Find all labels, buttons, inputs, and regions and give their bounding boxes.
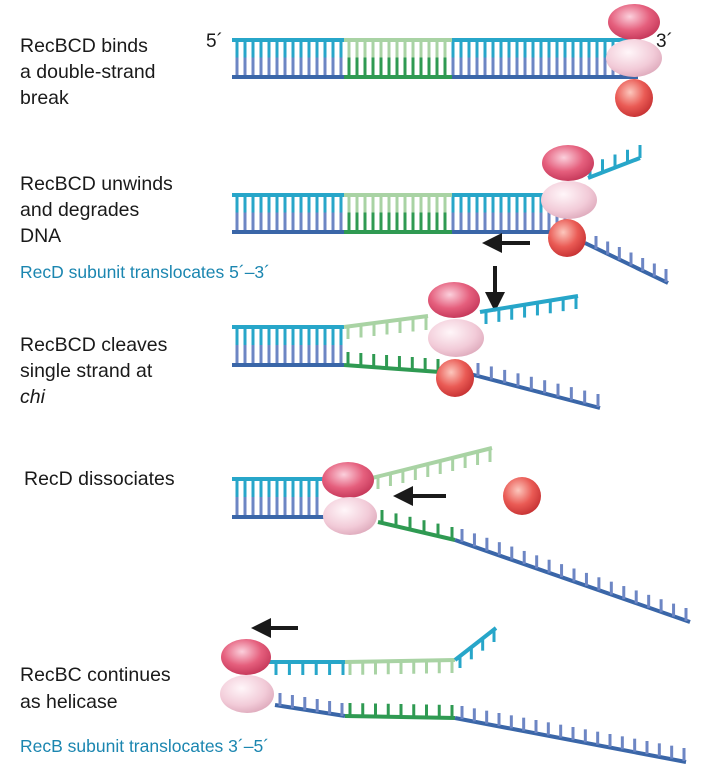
recbcd-complex [541,145,597,257]
unwound-top-strand [371,446,493,489]
recb-subunit [322,462,374,498]
recb-subunit [542,145,594,181]
recc-subunit [606,39,662,77]
duplex-dna [232,325,344,367]
unwound-bottom-strand [454,529,691,624]
released-recd-subunit [503,477,541,515]
recd-subunit [436,359,474,397]
step-5: RecBC continues as helicase RecB subunit… [20,618,687,764]
step-4-label: RecD dissociates [24,468,175,490]
recbc-complex [220,639,274,713]
unwound-bottom-strand [274,693,687,764]
recbcd-complex [606,4,662,117]
recbcd-complex [428,282,484,397]
step-2-label: RecBCD unwinds and degrades DNA [20,173,178,247]
unwound-bottom-strand [469,363,601,410]
step-2: RecBCD unwinds and degrades DNA RecD sub… [20,145,669,312]
step-1: RecBCD binds a double-strand break 5´ 3´ [20,4,673,117]
three-prime-label: 3´ [656,31,673,52]
recd-translocation-note: RecD subunit translocates 5´–3´ [20,262,270,282]
recb-subunit [428,282,480,318]
unwound-bottom-strand [584,236,669,285]
recd-subunit [548,219,586,257]
step-5-label: RecBC continues as helicase [20,664,176,713]
step-3: RecBCD cleaves single strand at chi [20,282,601,410]
step-3-label: RecBCD cleaves single strand at chi [20,334,173,408]
unwound-top-strand [587,145,642,180]
recb-subunit [608,4,660,40]
five-prime-label: 5´ [206,31,223,52]
duplex-dna [232,193,568,234]
step-4: RecD dissociates [24,446,691,624]
cleaved-top-strand [479,294,579,324]
recb-translocation-note: RecB subunit translocates 3´–5´ [20,736,269,756]
recc-subunit [428,319,484,357]
chi-region-top-strand [343,314,429,339]
recbc-complex [322,462,377,535]
chi-region-bottom-strand [343,352,441,374]
duplex-dna [232,477,325,519]
step-1-label: RecBCD binds a double-strand break [20,35,161,109]
recb-subunit [221,639,271,675]
recc-subunit [323,497,377,535]
recc-subunit [220,675,274,713]
duplex-dna [232,38,638,79]
chi-region-bottom-strand [377,510,456,542]
unwound-top-strand [268,626,498,675]
recc-subunit [541,181,597,219]
recd-subunit [615,79,653,117]
